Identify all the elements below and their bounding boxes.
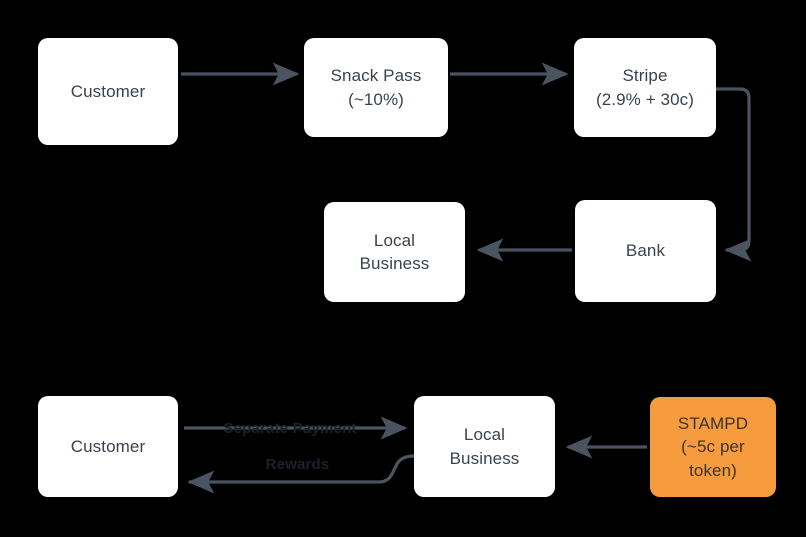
edge-stripe-to-bank — [714, 87, 752, 262]
node-local-business-top-label-line2: Business — [359, 254, 430, 273]
node-stampd-cost-line2: token) — [689, 460, 737, 480]
edge-label-separate-payment: Separate Payment — [223, 420, 357, 437]
node-local-business-bottom-label-line2: Business — [449, 448, 520, 468]
node-snack-pass-fee: (~10%) — [348, 89, 404, 109]
node-local-business-top[interactable]: Local Business — [324, 202, 465, 302]
edge-local-business-to-customer-rewards — [187, 454, 416, 494]
node-stripe-label: Stripe — [622, 66, 668, 86]
node-local-business-top-label-line1: Local — [373, 230, 416, 250]
node-customer-bottom-label: Customer — [70, 436, 146, 456]
node-stripe-fee: (2.9% + 30c) — [595, 89, 695, 109]
node-customer-bottom[interactable]: Customer — [38, 396, 178, 497]
node-bank-label: Bank — [625, 241, 666, 261]
node-snack-pass[interactable]: Snack Pass (~10%) — [304, 38, 448, 137]
node-local-business-bottom[interactable]: Local Business — [414, 396, 555, 497]
node-stripe[interactable]: Stripe (2.9% + 30c) — [574, 38, 716, 137]
edge-label-rewards: Rewards — [265, 456, 330, 473]
node-stampd-label: STAMPD — [677, 413, 749, 433]
node-customer-top[interactable]: Customer — [38, 38, 178, 145]
node-stampd[interactable]: STAMPD (~5c per token) — [650, 397, 776, 497]
node-bank[interactable]: Bank — [575, 200, 716, 302]
node-stampd-cost-line1: (~5c per — [681, 437, 745, 457]
node-local-business-bottom-label-line1: Local — [463, 425, 506, 445]
node-customer-top-label: Customer — [70, 81, 146, 101]
node-snack-pass-label: Snack Pass — [330, 66, 422, 86]
